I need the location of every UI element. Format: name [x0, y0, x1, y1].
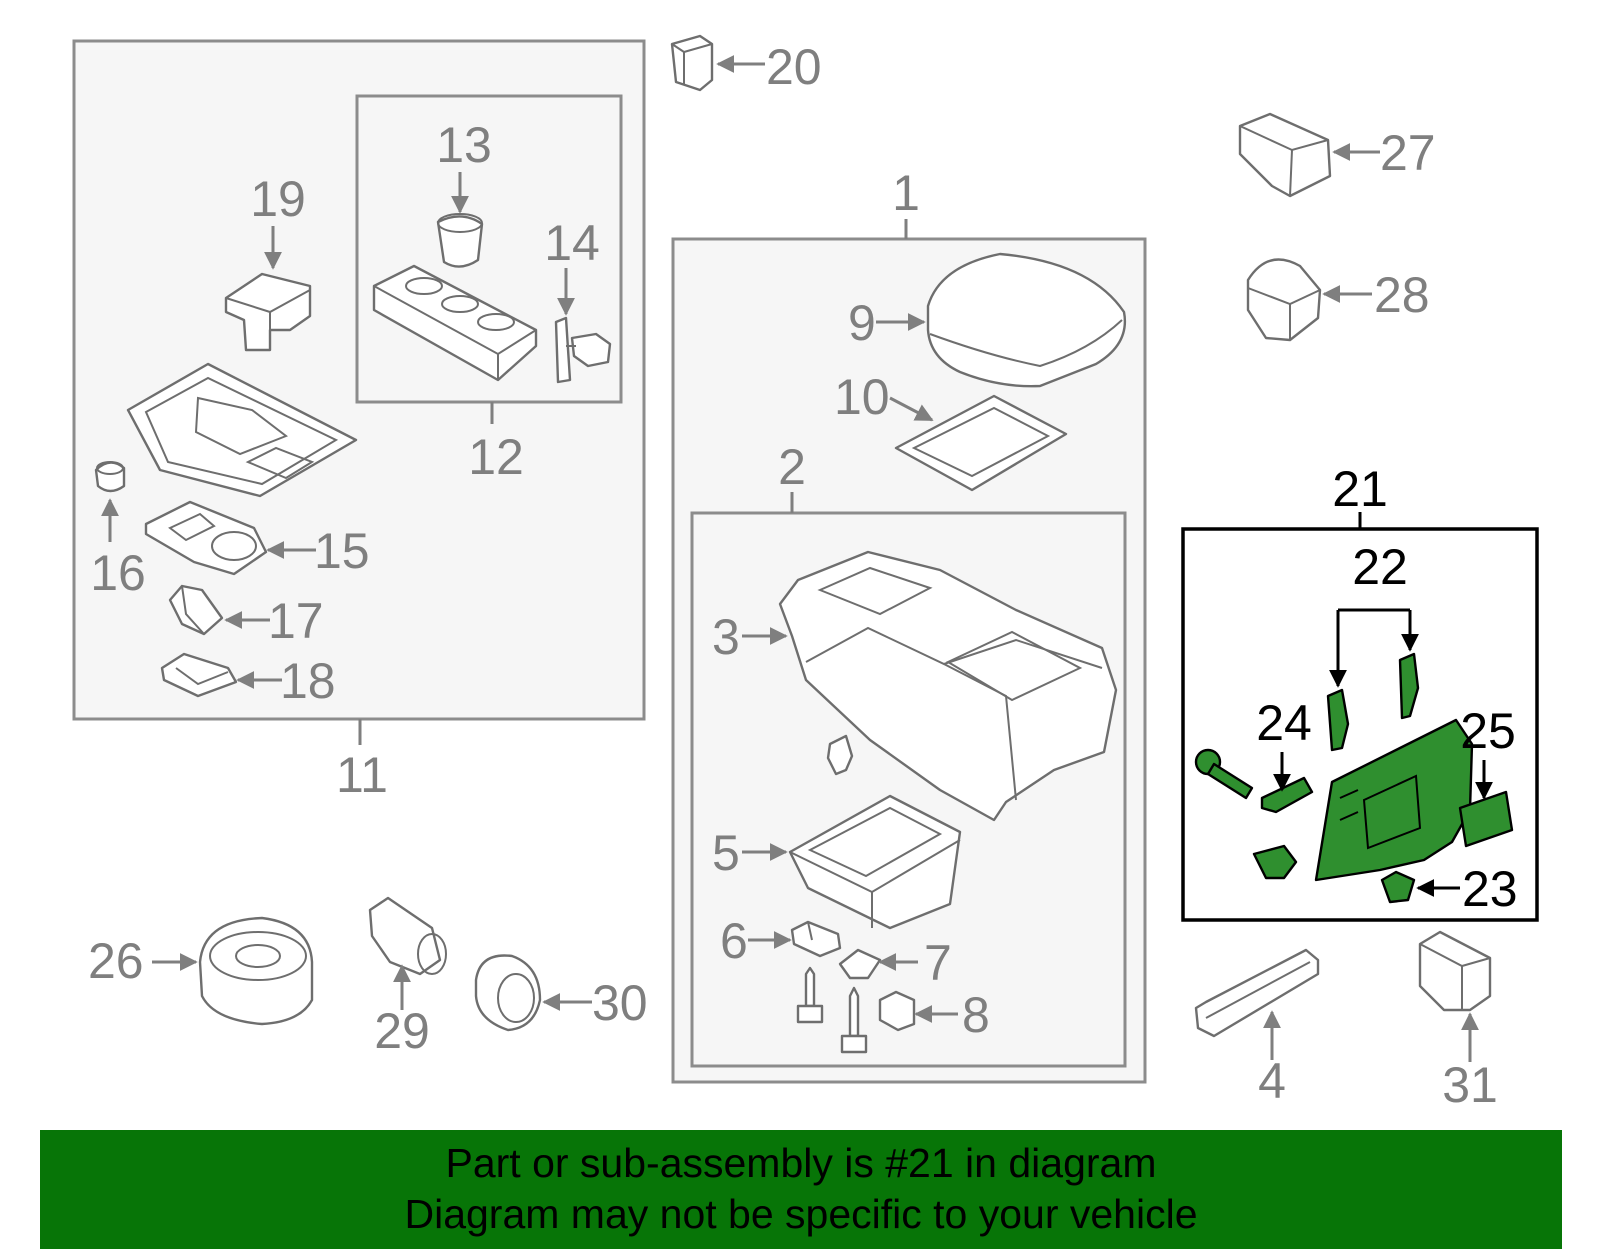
- part-3-console-body: [778, 550, 1118, 822]
- part-30-socket-ring: [474, 954, 542, 1032]
- callout-6: 6: [720, 913, 748, 969]
- part-13-cup-insert: [436, 213, 484, 268]
- callout-7: 7: [924, 935, 952, 991]
- callout-31: 31: [1442, 1057, 1498, 1113]
- part-16-knob: [94, 461, 126, 493]
- part-29-socket: [368, 896, 447, 976]
- callout-19: 19: [250, 171, 306, 227]
- callout-11: 11: [336, 747, 388, 803]
- part-4-rail: [1194, 948, 1320, 1038]
- part-9-armrest-lid: [926, 252, 1127, 388]
- callout-15: 15: [314, 523, 370, 579]
- part-5-storage-bin: [788, 794, 962, 930]
- callout-4: 4: [1258, 1053, 1286, 1109]
- callout-2: 2: [778, 439, 806, 495]
- callout-24: 24: [1256, 695, 1312, 751]
- callout-25: 25: [1460, 703, 1516, 759]
- callout-30: 30: [592, 975, 648, 1031]
- part-screw-right: [840, 986, 868, 1054]
- part-8-clip: [878, 990, 916, 1032]
- part-14-connector: [554, 316, 612, 384]
- part-27-bracket: [1238, 112, 1332, 198]
- callout-10: 10: [834, 369, 890, 425]
- callout-27: 27: [1380, 125, 1436, 181]
- part-7-clip: [838, 948, 882, 980]
- callout-23: 23: [1462, 861, 1518, 917]
- callout-12: 12: [468, 429, 524, 485]
- callout-26: 26: [88, 933, 144, 989]
- callout-8: 8: [962, 987, 990, 1043]
- part-clip-small: [826, 734, 854, 776]
- callout-28: 28: [1374, 267, 1430, 323]
- part-21-assembly: [1194, 652, 1514, 904]
- callout-22: 22: [1352, 539, 1408, 595]
- callout-13: 13: [436, 117, 492, 173]
- banner-line-1: Part or sub-assembly is #21 in diagram: [445, 1140, 1157, 1186]
- part-20-bracket: [670, 34, 714, 92]
- callout-14: 14: [544, 215, 600, 271]
- info-banner: Part or sub-assembly is #21 in diagram D…: [40, 1130, 1562, 1249]
- parts-diagram: 1 2 3 4 5 6 7 8 9 10 11 12 13 14 15 16 1…: [72, 34, 1539, 1113]
- callout-9: 9: [848, 295, 876, 351]
- part-18-clip: [160, 652, 238, 698]
- part-28-switch: [1246, 258, 1322, 342]
- part-screw-left: [796, 966, 824, 1024]
- part-6-clip: [790, 920, 842, 958]
- callout-5: 5: [712, 825, 740, 881]
- part-10-lid-frame: [894, 394, 1068, 492]
- callout-21: 21: [1332, 461, 1388, 517]
- part-11-bezel: [126, 362, 358, 498]
- callout-1: 1: [892, 165, 920, 221]
- banner-line-2: Diagram may not be specific to your vehi…: [404, 1191, 1198, 1237]
- part-19-switch: [224, 272, 312, 352]
- part-17-boot: [168, 584, 224, 636]
- callout-17: 17: [268, 593, 324, 649]
- callout-3: 3: [712, 609, 740, 665]
- callout-18: 18: [280, 653, 336, 709]
- part-31-switch-block: [1418, 930, 1492, 1012]
- callout-20: 20: [766, 39, 822, 95]
- part-12-cup-holder: [372, 264, 538, 382]
- part-26-vent: [198, 916, 314, 1026]
- part-15-shifter-trim: [144, 500, 268, 576]
- callout-29: 29: [374, 1003, 430, 1059]
- callout-16: 16: [90, 545, 146, 601]
